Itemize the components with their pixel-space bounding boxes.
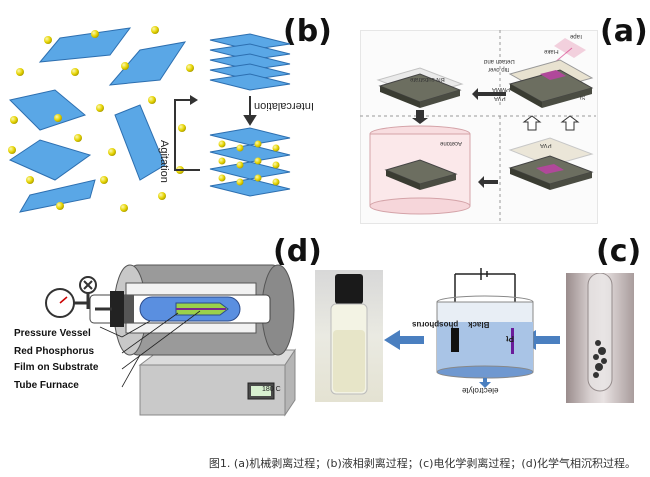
panel-letter-d: (d) (273, 234, 322, 269)
agitation-arrow (174, 99, 200, 171)
pva-label-bottom: PVA (540, 142, 552, 148)
flip-label: flip over (488, 66, 510, 72)
detach-label: Detach and (484, 58, 515, 64)
acetone-label: Acetone (440, 140, 463, 146)
tape-label: Tape (570, 33, 584, 39)
cvd-furnace (45, 264, 296, 417)
bn-substrate-label: BN substrate (410, 76, 445, 82)
furnace-display: 180 C (262, 386, 281, 393)
panel-letter-c: (c) (596, 234, 642, 269)
flake-sheets (8, 27, 187, 213)
panel-letter-b: (b) (283, 14, 332, 49)
agitation-label: Agitation (158, 140, 170, 183)
vial-drawing (330, 274, 368, 395)
stack-top (209, 33, 291, 91)
pt-label: Pt (506, 334, 514, 343)
intercalation-diagram (8, 26, 291, 213)
pmma-label: PMMA (492, 86, 510, 92)
mechanical-exfoliation-diagram (360, 30, 596, 222)
film-on-substrate-label: Film on Substrate (14, 362, 99, 373)
tube-furnace-label: Tube Furnace (14, 380, 79, 391)
electrochemical-cell (436, 268, 534, 388)
si-label: Si (580, 94, 586, 100)
panel-letter-a: (a) (600, 14, 648, 49)
figure-caption: 图1. (a)机械剥离过程；(b)液相剥离过程；(c)电化学剥离过程；(d)化学… (208, 457, 636, 470)
intercalation-label: Intercalation (254, 100, 314, 112)
arrow-c2 (384, 330, 424, 350)
red-phosphorus-label: Red Phosphorus (14, 346, 95, 357)
black-label: Black (468, 320, 490, 329)
phosphorus-label: phosphorus (412, 320, 459, 329)
pressure-vessel-label: Pressure Vessel (14, 328, 91, 339)
intercalation-arrow (243, 96, 257, 126)
electrolyte-label: electrolyte (462, 386, 499, 395)
tube-glass (587, 273, 613, 392)
intercalant-dots (8, 26, 194, 212)
flake-label: Flake (544, 48, 559, 54)
pva-label-top: PVA (494, 95, 506, 101)
